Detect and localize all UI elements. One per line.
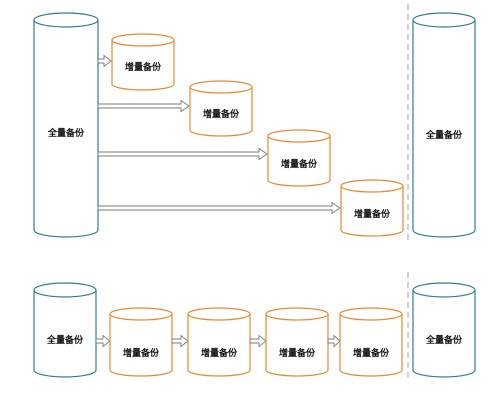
bottom-arrow-4 (327, 334, 341, 348)
bottom-full-backup-right-label: 全量备份 (425, 334, 463, 346)
bottom-incremental-2: 增量备份 (187, 307, 251, 377)
top-incremental-2: 增量备份 (189, 80, 253, 137)
top-arrow-1 (97, 54, 112, 68)
top-full-backup-left-label: 全量备份 (47, 127, 85, 139)
top-incremental-2-label: 增量备份 (203, 108, 240, 120)
bottom-incremental-3-label: 增量备份 (279, 347, 316, 359)
top-full-backup-left: 全量备份 (33, 12, 99, 238)
bottom-full-backup-left-label: 全量备份 (46, 334, 84, 346)
top-section: 全量备份 增量备份 增量备份 增量备份 增量备份 (33, 12, 476, 238)
top-arrow-4 (97, 201, 341, 215)
top-incremental-3-label: 增量备份 (281, 158, 318, 170)
top-incremental-4-label: 增量备份 (354, 208, 391, 220)
bottom-incremental-1-label: 增量备份 (123, 347, 160, 359)
top-incremental-4: 增量备份 (340, 179, 404, 237)
bottom-incremental-4: 增量备份 (339, 307, 403, 377)
bottom-incremental-3: 增量备份 (265, 307, 329, 377)
top-incremental-1: 增量备份 (111, 33, 175, 91)
top-incremental-1-label: 增量备份 (125, 61, 162, 73)
bottom-incremental-2-label: 增量备份 (201, 347, 238, 359)
bottom-section: 全量备份 增量备份 增量备份 增量备份 (33, 282, 476, 378)
top-full-backup-right: 全量备份 (412, 12, 476, 238)
bottom-full-backup-right: 全量备份 (412, 282, 476, 378)
bottom-arrow-1 (95, 334, 111, 348)
top-incremental-3: 增量备份 (267, 129, 331, 187)
top-arrow-3 (97, 147, 268, 161)
bottom-incremental-4-label: 增量备份 (353, 347, 390, 359)
bottom-arrow-2 (171, 334, 189, 348)
top-full-backup-right-label: 全量备份 (425, 129, 463, 141)
top-arrow-2 (97, 99, 190, 113)
bottom-incremental-1: 增量备份 (109, 307, 173, 377)
bottom-full-backup-left: 全量备份 (33, 282, 97, 378)
bottom-arrow-3 (249, 334, 267, 348)
